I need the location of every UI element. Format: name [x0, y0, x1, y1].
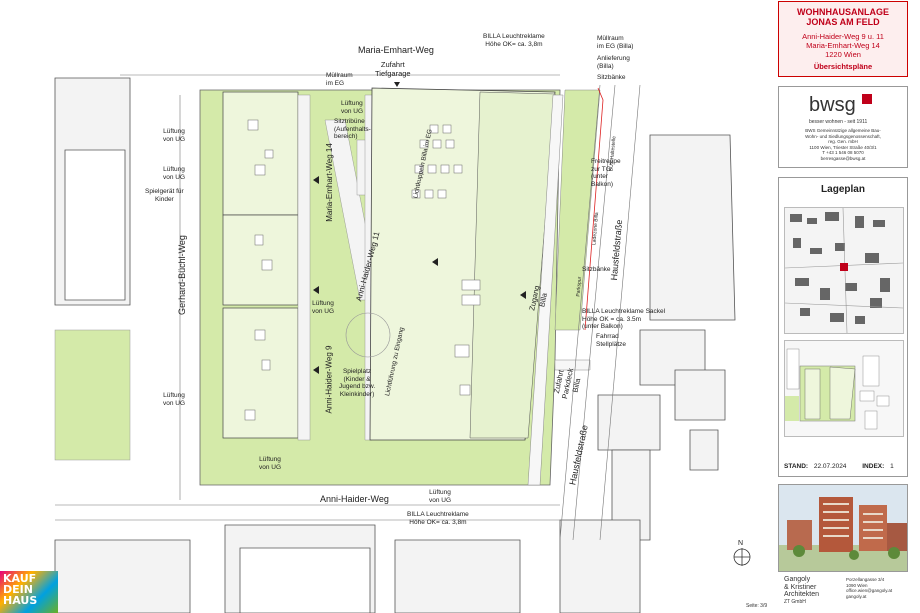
label-lueftung-ug-1: Lüftung von UG: [341, 100, 364, 115]
label-muellraum-eg: Müllraum im EG: [326, 72, 353, 87]
label-spielgeraet: Spielgerät für Kinder: [145, 188, 184, 203]
label-fahrrad: Fahrrad Stellplätze: [596, 333, 626, 348]
bwsg-logo: bwsg: [809, 94, 873, 117]
label-sitzbaenke-1: Sitzbänke: [597, 74, 626, 81]
label-anlieferung: Anlieferung (Billa): [597, 55, 630, 70]
address-line-3: 1220 Wien: [825, 50, 861, 59]
label-sitzbaenke-2: Sitzbänke: [582, 266, 611, 273]
label-sitztribuene: Sitztribüne (Aufenthalts- bereich): [334, 118, 371, 140]
label-lueftung-left-2: Lüftung von UG: [163, 166, 186, 181]
lageplan-heading: Lageplan: [821, 184, 865, 195]
label-billa-leucht-top: BILLA Leuchtreklame Höhe OK= ca. 3,8m: [483, 33, 545, 48]
street-maria-emhart: Maria-Emhart-Weg: [358, 45, 434, 55]
street-maria-emhart-14: Maria-Emhart-Weg 14: [324, 143, 334, 222]
address-line-1: Anni-Haider-Weg 9 u. 11: [802, 32, 884, 41]
page-number: Seite: 3/9: [746, 603, 768, 609]
developer-slogan: besser wohnen - seit 1911: [809, 119, 868, 125]
stand-row: STAND: 22.07.2024 INDEX: 1: [784, 463, 894, 470]
label-lueftung-left-3: Lüftung von UG: [163, 392, 186, 407]
developer-description: BWS Gemeinnützige allgemeine Bau- Wohn- …: [805, 128, 881, 161]
title-block: WOHNHAUSANLAGE JONAS AM FELD Anni-Haider…: [778, 1, 908, 77]
street-gerhard-buechl: Gerhard-Büchl-Weg: [176, 235, 187, 315]
architect-block: Gangoly & Kristiner Architekten ZT GmbH …: [746, 572, 906, 612]
street-anni-haider-9: Anni-Haider-Weg 9: [324, 345, 334, 414]
label-lueftung-bottom-1: Lüftung von UG: [259, 456, 282, 471]
kauf-dein-haus-logo: KAUF DEIN HAUS: [0, 571, 58, 613]
label-muellraum-billa: Müllraum im EG (Billa): [597, 35, 634, 50]
building-rendering: [779, 485, 907, 571]
label-spielplatz: Spielplatz (Kinder & Jugend bzw. Kleinki…: [339, 368, 376, 398]
developer-block: bwsg besser wohnen - seit 1911 BWS Gemei…: [778, 86, 908, 168]
label-freitreppe: Freitreppe zur TG (unter Balkon): [591, 158, 621, 188]
label-lueftung-left-1: Lüftung von UG: [163, 128, 186, 143]
project-title-2: JONAS AM FELD: [806, 17, 880, 27]
plan-type: Übersichtspläne: [813, 62, 873, 71]
site-plan-drawing: [54, 74, 751, 613]
architect-address: Porzellangasse 3/4 1090 Wien office.wien…: [846, 577, 893, 599]
label-lueftung-bottom-2: Lüftung von UG: [429, 489, 452, 504]
project-title-1: WOHNHAUSANLAGE: [797, 7, 889, 17]
rendering-photo: [778, 484, 908, 572]
lageplan-block: Lageplan STAND: 22.07: [778, 177, 908, 477]
label-zufahrt-tg: Zufahrt Tiefgarage: [375, 60, 411, 78]
label-billa-leucht-sackel: BILLA Leuchtreklame Sackel Höhe OK = ca.…: [582, 308, 666, 330]
bwsg-logo-mark-icon: [862, 94, 873, 104]
street-anni-haider: Anni-Haider-Weg: [320, 494, 389, 504]
title-panel: WOHNHAUSANLAGE JONAS AM FELD Anni-Haider…: [746, 0, 910, 613]
north-label: N: [738, 540, 744, 547]
overview-map-city: [784, 207, 904, 334]
label-billa-leucht-bottom: BILLA Leuchtreklame Höhe OK= ca. 3,8m: [407, 511, 469, 526]
architect-name: Gangoly & Kristiner Architekten ZT GmbH: [784, 576, 820, 605]
overview-map-site: [784, 340, 904, 437]
site-plan: Maria-Emhart-Weg Anni-Haider-Weg Gerhard…: [54, 33, 751, 613]
address-line-2: Maria-Emhart-Weg 14: [806, 41, 880, 50]
label-lueftung-mid-1: Lüftung von UG: [312, 300, 335, 315]
